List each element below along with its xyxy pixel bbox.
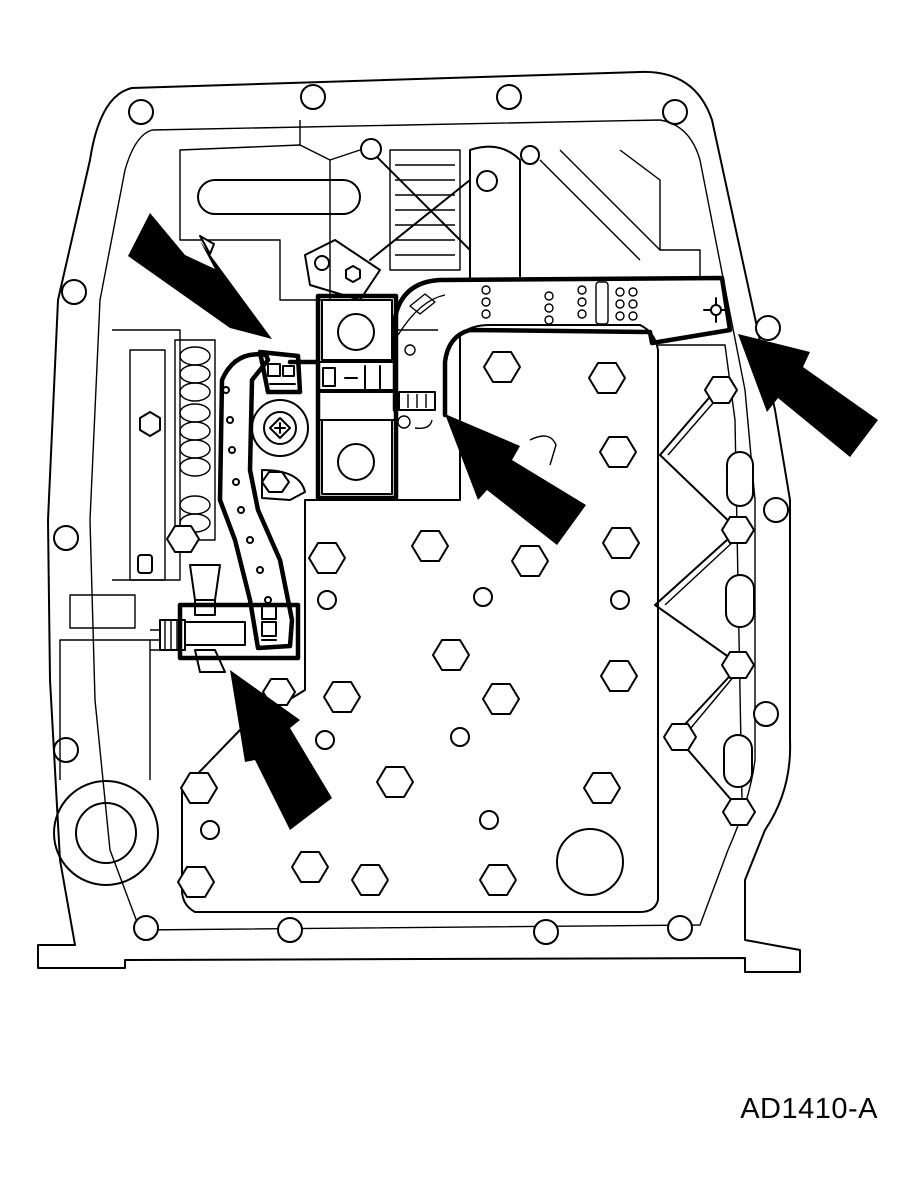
bolt-hole xyxy=(133,915,159,941)
callout-arrow xyxy=(738,334,878,457)
figure-code: AD1410-A xyxy=(740,1093,878,1125)
callout-arrow xyxy=(445,414,586,545)
hex-bolt xyxy=(583,772,621,804)
hex-bolt xyxy=(600,660,638,692)
bolt-hole xyxy=(53,737,79,763)
bolt-hole xyxy=(53,525,79,551)
right-side-bracket xyxy=(654,376,756,826)
bolt-hole xyxy=(300,84,326,110)
hex-bolt xyxy=(432,639,470,671)
valve-body-bolts xyxy=(166,351,640,898)
upper-internal-components xyxy=(179,120,701,301)
bolt-hole xyxy=(61,279,87,305)
bolt-hole xyxy=(662,99,688,125)
transmission-case-outline xyxy=(37,70,801,973)
hex-bolt xyxy=(376,766,414,798)
hex-bolt xyxy=(177,866,215,898)
hex-bolt xyxy=(180,772,218,804)
hex-bolt xyxy=(411,530,449,562)
hex-bolt xyxy=(323,681,361,713)
callout-arrow xyxy=(128,213,272,339)
case-bolt-holes xyxy=(53,84,789,945)
callout-arrow xyxy=(230,670,332,830)
bolt-hole xyxy=(753,701,779,727)
bolt-hole xyxy=(496,84,522,110)
hex-bolt xyxy=(602,527,640,559)
harness-connector xyxy=(159,564,301,673)
bolt-hole xyxy=(533,919,559,945)
solenoid-assembly xyxy=(287,293,399,501)
callout-arrows xyxy=(128,213,878,830)
hex-bolt xyxy=(588,362,626,394)
manual-lever xyxy=(217,349,309,651)
hex-bolt xyxy=(483,351,521,383)
hex-bolt xyxy=(166,525,200,553)
case-bore xyxy=(53,639,159,886)
bolt-hole xyxy=(763,497,789,523)
hex-bolt xyxy=(308,542,346,574)
hex-bolt xyxy=(479,864,517,896)
left-side-components xyxy=(69,329,216,651)
hex-bolt xyxy=(291,851,329,883)
hex-bolt xyxy=(511,545,549,577)
wiring-harness xyxy=(392,275,733,430)
bolt-hole xyxy=(667,915,693,941)
valve-body-holes xyxy=(200,435,630,896)
bolt-hole xyxy=(755,315,781,341)
hex-bolt xyxy=(599,436,637,468)
hex-bolt xyxy=(351,864,389,896)
hex-bolt xyxy=(482,683,520,715)
bolt-hole xyxy=(128,99,154,125)
bolt-hole xyxy=(277,917,303,943)
